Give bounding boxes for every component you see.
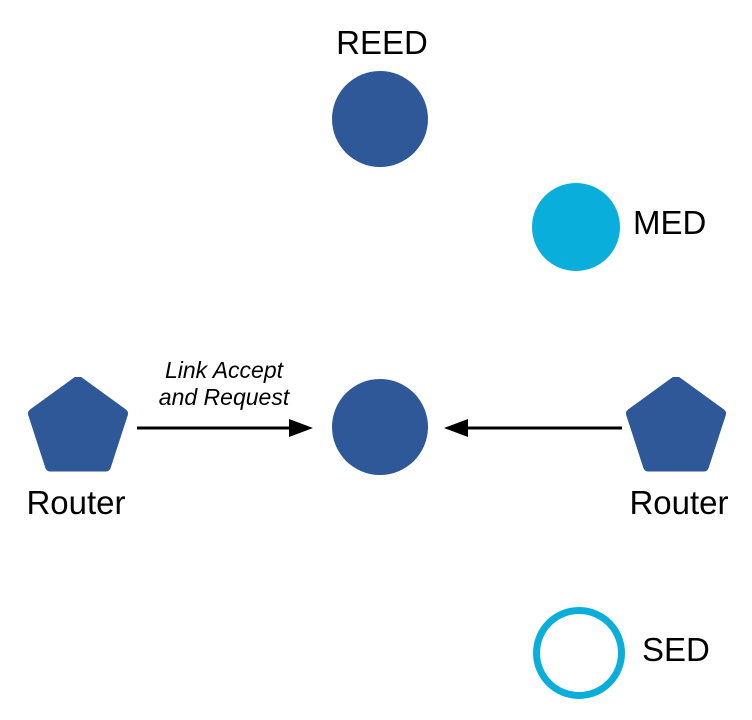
- pentagon-icon: [28, 377, 128, 472]
- med-label: MED: [633, 204, 707, 241]
- center-node: [332, 379, 428, 475]
- med-node: [532, 183, 620, 271]
- edge-label-line2: and Request: [158, 384, 290, 410]
- pentagon-icon: [626, 377, 726, 472]
- left-arrow: [137, 419, 313, 437]
- router-left-node: [26, 377, 130, 473]
- router-left-label: Router: [26, 484, 126, 521]
- router-right-node: [624, 377, 728, 473]
- edge-label-line1: Link Accept: [164, 357, 284, 383]
- right-arrow: [444, 419, 622, 437]
- sed-label: SED: [642, 631, 710, 668]
- sed-node: [533, 607, 625, 699]
- reed-node: [332, 71, 428, 167]
- router-right-label: Router: [629, 484, 729, 521]
- reed-label: REED: [336, 24, 428, 61]
- link-accept-request-label: Link Accept and Request: [124, 357, 324, 411]
